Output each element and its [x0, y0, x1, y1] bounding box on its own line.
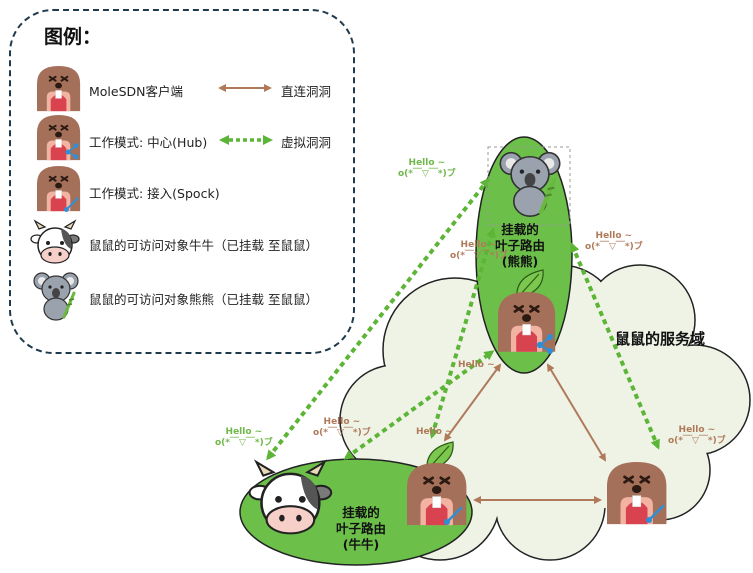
hello-note-4: Hello ~ [458, 360, 495, 371]
legend-client-label: MoleSDN客户端 [89, 84, 184, 99]
hello-note-4-line1: Hello ~ [458, 360, 495, 370]
virtual-tunnels [266, 177, 660, 461]
hello-note-1-line1: Hello ~ [408, 158, 446, 168]
legend-hub-label: 工作模式: 中心(Hub) [89, 135, 208, 150]
legend-virtual-label: 虚拟洞洞 [281, 135, 332, 150]
legend-koala-label: 鼠鼠的可访问对象熊熊（已挂载 至鼠鼠） [89, 292, 318, 307]
cow-router-label-line2: 叶子路由 [336, 521, 387, 536]
hello-note-7: Hello ~ [416, 427, 453, 438]
hello-note-5-line2: o(*￣▽￣*)ブ [215, 438, 273, 448]
hello-note-6-line2: o(*￣▽￣*)ブ [313, 428, 371, 438]
hello-note-7-line1: Hello ~ [416, 427, 453, 437]
legend-spock-label: 工作模式: 接入(Spock) [89, 186, 220, 201]
koala-router-label-line2: 叶子路由 [495, 238, 546, 253]
hello-note-3-line2: o(*￣▽￣*)ブ [585, 242, 643, 252]
cow-router-label: 挂载的 叶子路由 (牛牛) [336, 505, 386, 553]
cow-router-label-line1: 挂载的 [342, 505, 380, 520]
hello-note-2: Hello ~ o(*￣▽￣*)ブ [450, 240, 508, 262]
koala-router-label-line3: (熊熊) [501, 254, 539, 269]
hello-note-6: Hello ~ o(*￣▽￣*)ブ [313, 417, 371, 439]
legend-title: 图例： [44, 26, 102, 48]
hello-note-8-line1: Hello ~ [678, 425, 716, 435]
hello-note-1-line2: o(*￣▽￣*)ブ [398, 169, 456, 179]
hello-note-6-line1: Hello ~ [323, 417, 361, 427]
legend-panel [9, 9, 355, 354]
legend-cow-label: 鼠鼠的可访问对象牛牛（已挂载 至鼠鼠） [89, 238, 318, 253]
hello-note-3-line1: Hello ~ [595, 231, 633, 241]
hello-note-2-line2: o(*￣▽￣*)ブ [450, 251, 508, 261]
hello-note-2-line1: Hello ~ [460, 240, 498, 250]
spock-mole-left-icon[interactable] [405, 461, 468, 527]
legend-direct-label: 直连洞洞 [281, 84, 332, 99]
service-domain-label: 鼠鼠的服务域 [615, 330, 706, 348]
hello-note-8-line2: o(*￣▽￣*)ブ [668, 436, 726, 446]
hub-mole-icon[interactable] [496, 290, 557, 354]
hello-note-5-line1: Hello ~ [225, 427, 263, 437]
hello-note-5: Hello ~ o(*￣▽￣*)ブ [215, 427, 273, 449]
hello-note-1: Hello ~ o(*￣▽￣*)ブ [398, 158, 456, 180]
hello-note-8: Hello ~ o(*￣▽￣*)ブ [668, 425, 726, 447]
koala-router-label: 挂载的 叶子路由 (熊熊) [495, 222, 545, 270]
cow-router-label-line3: (牛牛) [342, 537, 380, 552]
spock-mole-right-icon[interactable] [605, 460, 668, 526]
koala-router-label-line1: 挂载的 [501, 222, 539, 237]
hello-note-3: Hello ~ o(*￣▽￣*)ブ [585, 231, 643, 253]
